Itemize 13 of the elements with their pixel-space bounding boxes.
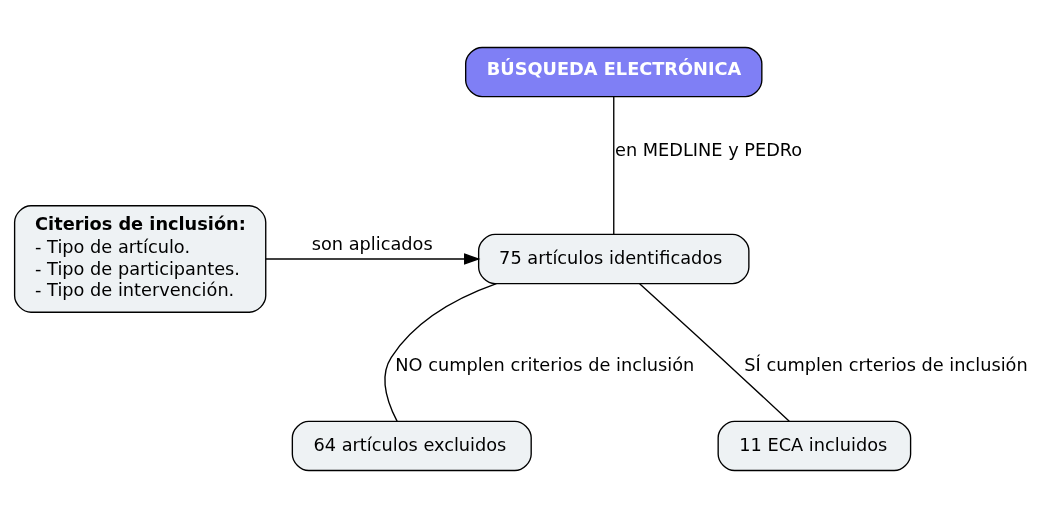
connector	[384, 282, 498, 422]
node-box: 64 artículos excluidos	[291, 420, 532, 471]
edge-label: NO cumplen criterios de inclusión	[395, 354, 695, 375]
edge-label: en MEDLINE y PEDRo	[614, 139, 803, 160]
connector	[638, 282, 790, 422]
connector	[613, 95, 615, 235]
node-box: 11 ECA incluidos	[717, 420, 912, 471]
edge-label: son aplicados	[311, 233, 433, 254]
node-box: BÚSQUEDA ELECTRÓNICA	[465, 46, 763, 97]
edge-label: SÍ cumplen crterios de inclusión	[744, 354, 1028, 375]
node-box: Citerios de inclusión: - Tipo de artículo. - Tipo de participantes. - Tipo de intervención.	[13, 204, 267, 313]
arrow	[265, 252, 481, 265]
node-box: 75 artículos identificados	[477, 233, 750, 284]
